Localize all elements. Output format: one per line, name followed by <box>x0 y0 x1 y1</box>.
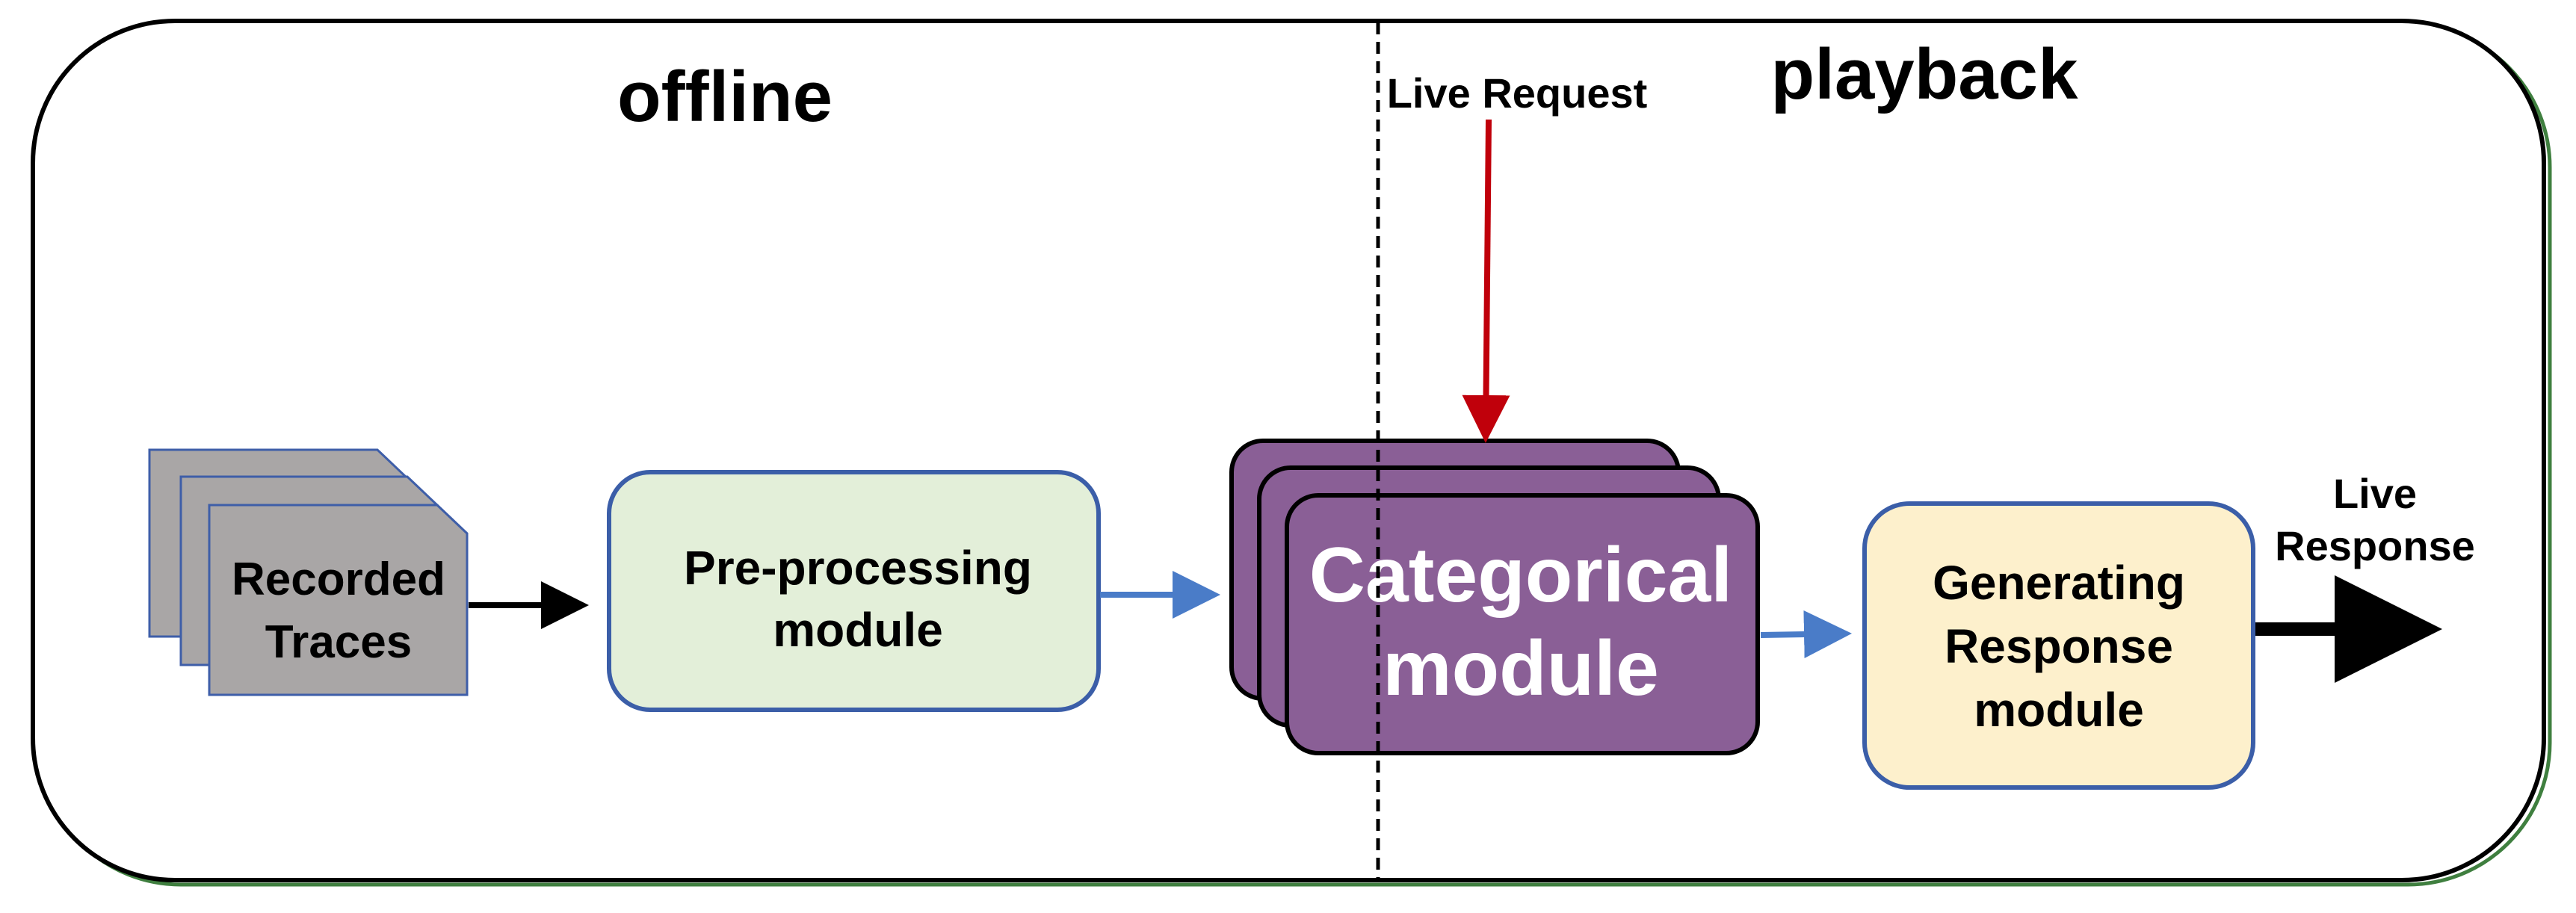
categorical-module-stack: Categorical module <box>1229 439 1760 755</box>
generating-line1: Generating <box>1933 556 2185 610</box>
recorded-traces-line1: Recorded <box>232 554 445 605</box>
doc-page-front <box>208 504 469 696</box>
recorded-traces-stack: Recorded Traces <box>148 448 469 696</box>
live-response-line2: Response <box>2275 522 2475 569</box>
arrow-categorical-to-generating <box>1760 610 1852 658</box>
categorical-line2: module <box>1383 625 1659 712</box>
live-response-line1: Live <box>2333 470 2417 517</box>
preprocessing-line1: Pre-processing <box>684 541 1032 595</box>
generating-box <box>1862 501 2255 790</box>
preprocessing-box <box>607 470 1101 712</box>
generating-line3: module <box>1974 683 2144 737</box>
live-request-arrow <box>1462 119 1510 443</box>
preprocessing-line2: module <box>773 603 943 657</box>
playback-label: playback <box>1771 34 2079 114</box>
live-request-label: Live Request <box>1387 69 1648 117</box>
categorical-card-front <box>1285 493 1760 755</box>
offline-label: offline <box>617 57 833 137</box>
recorded-traces-line2: Traces <box>265 616 413 668</box>
generating-line2: Response <box>1945 619 2173 673</box>
preprocessing-module: Pre-processing module <box>607 470 1101 712</box>
categorical-line1: Categorical <box>1309 532 1732 619</box>
generating-response-module: Generating Response module <box>1862 501 2255 790</box>
